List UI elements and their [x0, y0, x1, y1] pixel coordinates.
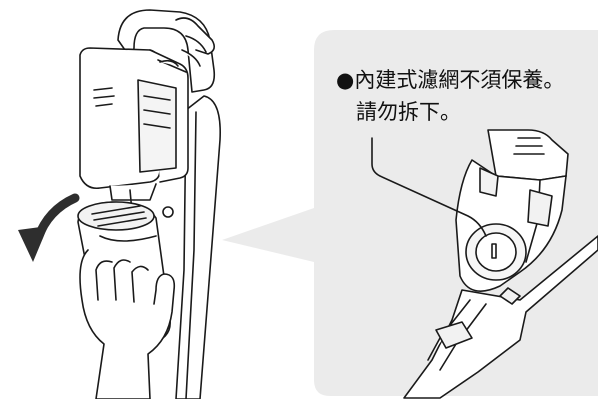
- filter-detail: [403, 129, 598, 399]
- rotate-arrow-icon: [18, 193, 80, 262]
- callout-line-2: 請勿拆下。: [356, 100, 461, 124]
- vacuum-device: [79, 9, 221, 399]
- callout-leader-line: [371, 137, 487, 237]
- callout-line-1: ●內建式濾網不須保養。: [336, 68, 565, 92]
- hand-holding-cup: [79, 249, 176, 399]
- callout-text: ●內建式濾網不須保養。 請勿拆下。: [336, 64, 564, 128]
